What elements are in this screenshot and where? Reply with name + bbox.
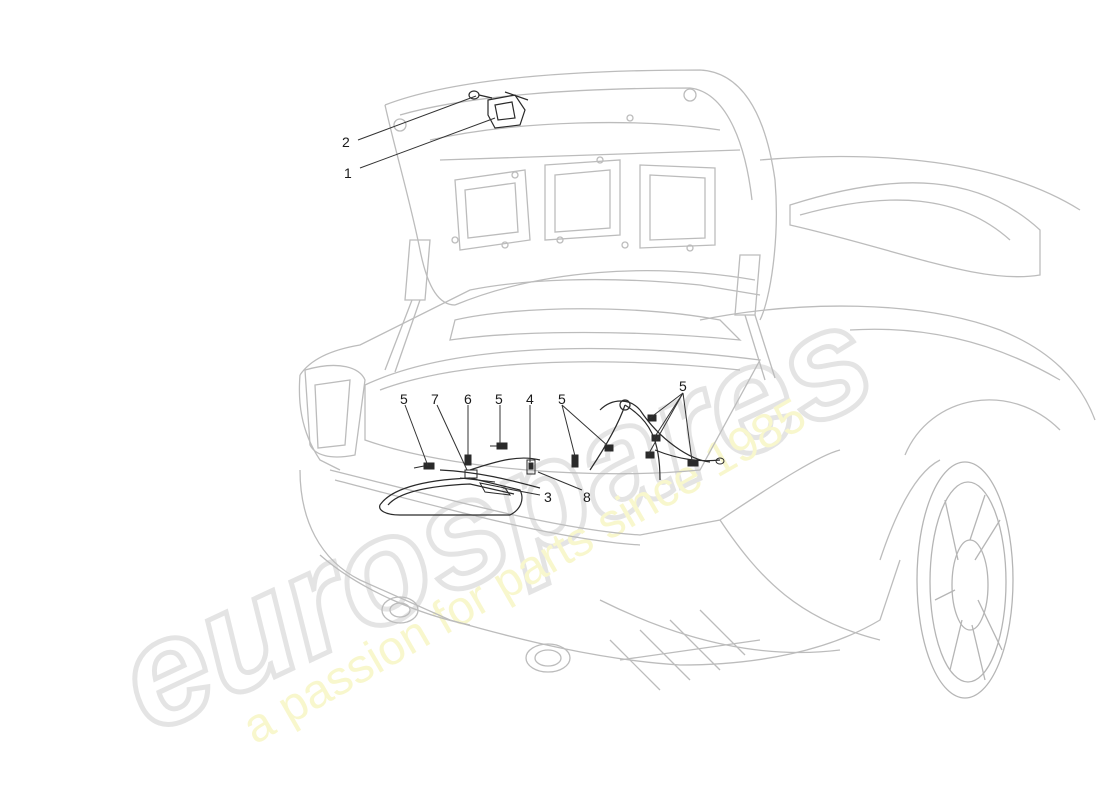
callout-label: 5 xyxy=(558,391,566,407)
leader-lines xyxy=(357,95,693,496)
callout-numbers: 1 2 3 4 5 5 5 5 6 7 8 xyxy=(342,134,687,505)
trunk-wiring-harness xyxy=(379,399,721,516)
trunk-lid xyxy=(384,69,777,381)
callout-label: 4 xyxy=(526,391,534,407)
latch-screw xyxy=(468,90,493,100)
callout-label: 5 xyxy=(679,378,687,394)
callout-label: 5 xyxy=(495,391,503,407)
watermark-logo: eurospares xyxy=(93,270,897,764)
callout-label: 8 xyxy=(583,489,591,505)
watermark: eurospares a passion for parts since 198… xyxy=(90,267,899,766)
lid-lock-latch xyxy=(487,91,529,129)
callout-label: 1 xyxy=(344,165,352,181)
callout-label: 6 xyxy=(464,391,472,407)
callout-label: 3 xyxy=(544,489,552,505)
car-body-outline xyxy=(298,155,1096,691)
callout-label: 5 xyxy=(400,391,408,407)
rear-wheel xyxy=(916,461,1014,699)
callout-label: 2 xyxy=(342,134,350,150)
callout-label: 7 xyxy=(431,391,439,407)
